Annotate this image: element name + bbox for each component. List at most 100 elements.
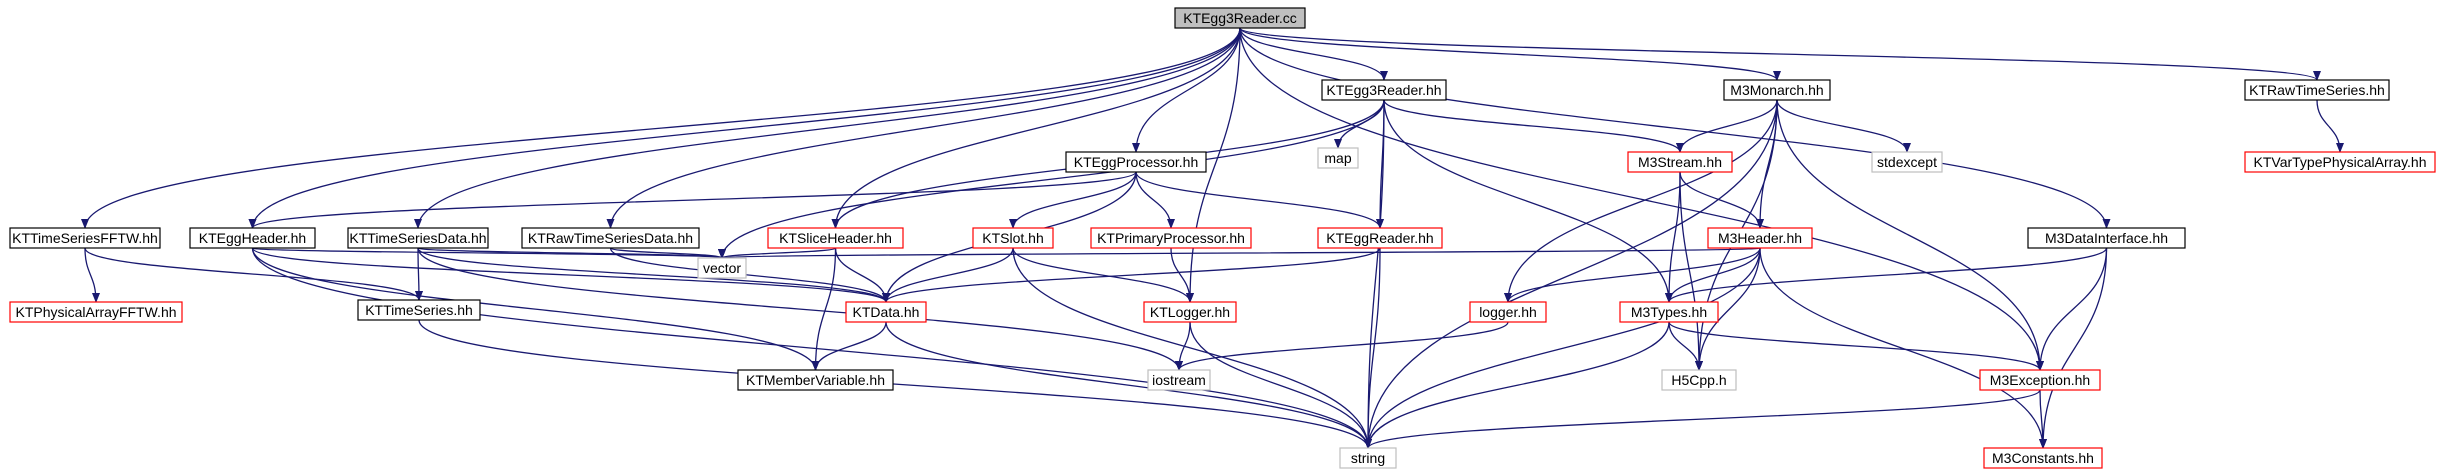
node-m3constants-hh[interactable]: M3Constants.hh [1983, 447, 2103, 469]
node-box [1627, 151, 1733, 173]
node-ktegg3reader-hh[interactable]: KTEgg3Reader.hh [1321, 79, 1447, 101]
edge-m3monarch-to-string [1364, 99, 1778, 449]
edge-loggerhh-to-iostream [1175, 321, 1509, 371]
node-stdexcept[interactable]: stdexcept [1871, 151, 1943, 173]
edge-kttsfftw-to-ktpafftw [84, 247, 100, 303]
node-h5cpp-h[interactable]: H5Cpp.h [1661, 369, 1737, 391]
node-box [1723, 79, 1831, 101]
node-box [1143, 301, 1237, 323]
node-m3exception-hh[interactable]: M3Exception.hh [1979, 369, 2101, 391]
node-box [1339, 447, 1397, 469]
node-box [1090, 227, 1252, 249]
edge-root-to-m3exception [1239, 27, 2044, 371]
node-ktlogger-hh[interactable]: KTLogger.hh [1143, 301, 1237, 323]
node-box [1983, 447, 2103, 469]
node-label: KTPhysicalArrayFFTW.hh [15, 304, 176, 320]
edge-m3header-to-h5cpp [1695, 247, 1761, 371]
node-box [189, 227, 316, 249]
node-label: KTSliceHeader.hh [779, 230, 892, 246]
node-vector[interactable]: vector [697, 257, 747, 279]
edge-kteggheader-to-vector [251, 247, 726, 259]
node-kttimeseriesfftw-hh[interactable]: KTTimeSeriesFFTW.hh [9, 227, 161, 249]
node-m3monarch-hh[interactable]: M3Monarch.hh [1723, 79, 1831, 101]
node-map[interactable]: map [1317, 147, 1359, 169]
edge-m3header-to-string [1364, 247, 1761, 449]
edge-kteggheader-to-ktmembervar [251, 247, 820, 371]
node-label: M3Stream.hh [1638, 154, 1722, 170]
node-label: KTRawTimeSeries.hh [2249, 82, 2385, 98]
edge-m3monarch-to-loggerhh [1504, 99, 1778, 303]
node-ktrawtimeseries-hh[interactable]: KTRawTimeSeries.hh [2244, 79, 2390, 101]
edge-m3exception-to-string [1364, 389, 2041, 449]
node-label: string [1351, 450, 1385, 466]
node-box [1661, 369, 1737, 391]
node-box [972, 227, 1054, 249]
node-kttimeseries-hh[interactable]: KTTimeSeries.hh [357, 299, 481, 321]
node-box [1871, 151, 1943, 173]
node-ktrawtimeseriesdata-hh[interactable]: KTRawTimeSeriesData.hh [521, 227, 700, 249]
edge-m3header-to-loggerhh [1504, 247, 1761, 303]
edge-ktslot-to-string [1012, 247, 1372, 449]
node-label: M3Header.hh [1718, 230, 1802, 246]
node-iostream[interactable]: iostream [1147, 369, 1211, 391]
edge-root-to-m3datainterface [1239, 27, 2111, 229]
node-kttimeseriesdata-hh[interactable]: KTTimeSeriesData.hh [347, 227, 489, 249]
edge-kttsdata-to-ktdata [417, 247, 890, 303]
edge-root-to-ktegg3readerhh [1239, 27, 1388, 81]
edge-root-to-kteggproc [1132, 27, 1241, 153]
node-ktslot-hh[interactable]: KTSlot.hh [972, 227, 1054, 249]
node-kteggprocessor-hh[interactable]: KTEggProcessor.hh [1065, 151, 1207, 173]
node-label: M3DataInterface.hh [2045, 230, 2168, 246]
edge-kteggreader-to-ktdata [882, 247, 1381, 303]
node-label: KTData.hh [853, 304, 920, 320]
node-box [1317, 227, 1443, 249]
node-label: vector [703, 260, 741, 276]
edge-kttsdata-to-iostream [417, 247, 1183, 371]
node-label: M3Types.hh [1631, 304, 1707, 320]
edge-m3header-to-m3constants [1759, 247, 2047, 449]
node-ktegg3reader-cc[interactable]: KTEgg3Reader.cc [1174, 7, 1306, 29]
edge-m3header-to-vector [719, 247, 1761, 259]
edge-m3stream-to-h5cpp [1679, 171, 1703, 371]
edge-m3types-to-string [1364, 321, 1670, 449]
node-ktphysicalarrayfftw-hh[interactable]: KTPhysicalArrayFFTW.hh [9, 301, 183, 323]
node-box [1174, 7, 1306, 29]
node-box [845, 301, 927, 323]
node-ktprimaryprocessor-hh[interactable]: KTPrimaryProcessor.hh [1090, 227, 1252, 249]
node-label: map [1324, 150, 1351, 166]
edge-m3monarch-to-m3stream [1676, 99, 1778, 153]
node-m3header-hh[interactable]: M3Header.hh [1707, 227, 1813, 249]
node-box [1979, 369, 2101, 391]
node-box [9, 301, 183, 323]
edge-kteggproc-to-kteggheader [248, 171, 1137, 229]
edge-root-to-m3monarch [1239, 27, 1781, 81]
node-box [521, 227, 700, 249]
node-label: KTTimeSeriesData.hh [349, 230, 486, 246]
node-ktmembervariable-hh[interactable]: KTMemberVariable.hh [737, 369, 894, 391]
node-logger-hh[interactable]: logger.hh [1469, 301, 1547, 323]
node-label: KTEgg3Reader.hh [1326, 82, 1441, 98]
node-ktvartypephysicalarray-hh[interactable]: KTVarTypePhysicalArray.hh [2244, 151, 2436, 173]
node-label: KTEgg3Reader.cc [1183, 10, 1297, 26]
edge-root-to-ktlogger [1186, 27, 1241, 303]
edge-ktegg3readerhh-to-vector [718, 99, 1385, 259]
node-kteggreader-hh[interactable]: KTEggReader.hh [1317, 227, 1443, 249]
edge-ktsliceheader-to-ktmembervar [811, 247, 837, 371]
node-ktsliceheader-hh[interactable]: KTSliceHeader.hh [767, 227, 904, 249]
edge-ktdata-to-string [885, 321, 1372, 449]
node-ktdata-hh[interactable]: KTData.hh [845, 301, 927, 323]
node-string[interactable]: string [1339, 447, 1397, 469]
node-m3datainterface-hh[interactable]: M3DataInterface.hh [2027, 227, 2186, 249]
node-m3stream-hh[interactable]: M3Stream.hh [1627, 151, 1733, 173]
edge-m3types-to-m3exception [1668, 321, 2044, 371]
node-box [767, 227, 904, 249]
edge-root-to-ktsliceheader [831, 27, 1241, 229]
node-label: M3Monarch.hh [1730, 82, 1823, 98]
node-box [1065, 151, 1207, 173]
node-m3types-hh[interactable]: M3Types.hh [1619, 301, 1719, 323]
node-kteggheader-hh[interactable]: KTEggHeader.hh [189, 227, 316, 249]
node-label: KTTimeSeries.hh [365, 302, 473, 318]
node-box [347, 227, 489, 249]
node-box [1317, 147, 1359, 169]
